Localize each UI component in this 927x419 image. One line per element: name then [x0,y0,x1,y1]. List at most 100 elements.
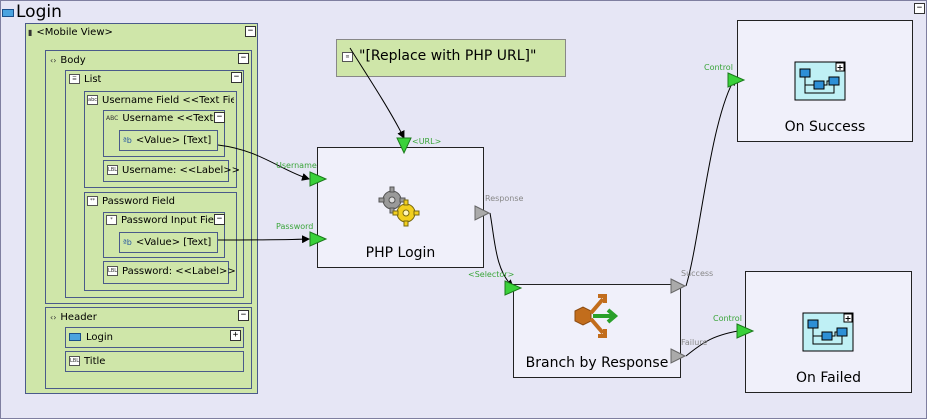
wire-password[interactable] [217,235,310,244]
workflow-title-bar: Login [2,2,62,22]
body-container[interactable]: ‹›Body − ☰ List − abc Username Field <<Tex… [45,50,252,304]
username-port[interactable] [309,171,328,187]
username-label-row: LBL Username: <<Label>> [107,165,240,176]
branch-title: Branch by Response [525,355,669,371]
password-field-label: Password Field [102,196,175,207]
password-label-row: LBL Password: <<Label>> [107,266,236,277]
gear-icon [378,186,420,227]
workflow-title: Login [16,2,62,22]
body-header: ‹›Body [50,55,86,66]
password-input-icon: * [106,215,117,225]
password-input-label: Password Input Field [121,215,222,226]
text-field-icon: abc [87,95,98,105]
mobile-view-header: ▮<Mobile View> [28,27,113,38]
on-success-node[interactable]: On Success [737,20,913,142]
text-input-icon: ABC [106,114,119,122]
wire-failure[interactable] [685,327,745,357]
password-input-container[interactable]: * Password Input Field − ªb<Value> [Text] [103,212,225,258]
header-label: Header [60,312,97,323]
collapse-header-button[interactable]: − [238,310,249,321]
username-label-item[interactable]: LBL Username: <<Label>> [103,160,240,182]
header-header: ‹›Header [50,312,97,323]
list-container[interactable]: ☰ List − abc Username Field <<Text Field>>… [65,70,244,298]
username-input-label: Username <<Text Input>> [122,113,222,124]
on-failed-node[interactable]: On Failed [745,271,912,393]
expand-login-button[interactable]: + [230,330,241,341]
password-port-label: Password [276,222,313,231]
url-port[interactable] [396,137,412,155]
collapse-body-button[interactable]: − [238,53,249,64]
window-icon [2,9,14,17]
wire-username[interactable] [217,144,310,181]
password-field-icon: ** [87,196,98,206]
subflow-icon [794,61,846,101]
php-url-note-text: "[Replace with PHP URL]" [359,48,537,64]
container-icon: ‹› [50,55,57,65]
collapse-password-input-button[interactable]: − [214,214,225,225]
on-success-title: On Success [784,119,866,135]
collapse-workflow-button[interactable]: − [914,3,925,14]
response-port-label: Response [485,194,524,203]
password-field-container[interactable]: ** Password Field * Password Input Field −… [84,192,237,291]
mobile-view-label: <Mobile View> [36,27,113,38]
subflow-icon [802,312,854,352]
collapse-list-button[interactable]: − [231,72,242,83]
header-login-item[interactable]: Login + [65,327,244,348]
list-label: List [84,74,102,85]
list-header: ☰ List [69,74,101,85]
password-label-item[interactable]: LBL Password: <<Label>> [103,261,236,284]
username-port-label: Username [276,161,317,170]
password-port[interactable] [309,231,328,247]
password-value-label: <Value> [Text] [135,237,212,248]
php-login-title: PHP Login [365,245,436,261]
username-label-text: Username: <<Label>> [122,165,241,176]
password-label-text: Password: <<Label>> [122,266,236,277]
wire-success[interactable] [685,77,736,287]
value-icon: ªb [123,135,132,145]
response-port[interactable] [474,205,491,221]
failure-port-label: Failure [681,338,707,347]
on-failed-title: On Failed [796,370,861,386]
branch-by-response-node[interactable]: Branch by Response [513,284,681,378]
on-success-control-port[interactable] [727,72,746,88]
collapse-mobile-view-button[interactable]: − [245,26,256,37]
success-port[interactable] [670,278,687,294]
value-icon: ªb [123,237,132,247]
label-icon: LBL [107,165,118,175]
note-icon: ≡ [342,52,353,62]
username-field-header: abc Username Field <<Text Field>> [87,95,234,106]
password-value-port[interactable]: ªb<Value> [Text] [119,232,218,253]
php-url-note[interactable]: ≡ "[Replace with PHP URL]" [336,39,566,77]
container-icon: ‹› [50,312,57,322]
username-field-label: Username Field <<Text Field>> [102,95,234,106]
password-input-header: * Password Input Field [106,215,222,226]
php-login-node[interactable]: PHP Login [317,147,484,268]
branch-icon [574,294,619,338]
selector-port[interactable] [504,280,523,296]
label-icon: LBL [69,356,80,366]
label-icon: LBL [107,266,118,276]
wire-url[interactable] [349,47,405,139]
failure-port[interactable] [670,348,687,364]
success-port-label: Success [681,269,713,278]
on-failed-control-port[interactable] [736,323,755,339]
list-icon: ☰ [69,74,80,84]
header-login-row: Login [69,332,113,343]
window-icon [69,333,81,341]
password-value-row: ªb<Value> [Text] [123,237,211,248]
username-value-label: <Value> [Text] [135,135,212,146]
collapse-username-input-button[interactable]: − [214,112,225,123]
on-success-control-label: Control [704,63,733,72]
username-value-port[interactable]: ªb<Value> [Text] [119,130,218,151]
mobile-icon: ▮ [28,27,33,37]
wire-response[interactable] [489,212,514,288]
header-login-label: Login [86,332,113,343]
